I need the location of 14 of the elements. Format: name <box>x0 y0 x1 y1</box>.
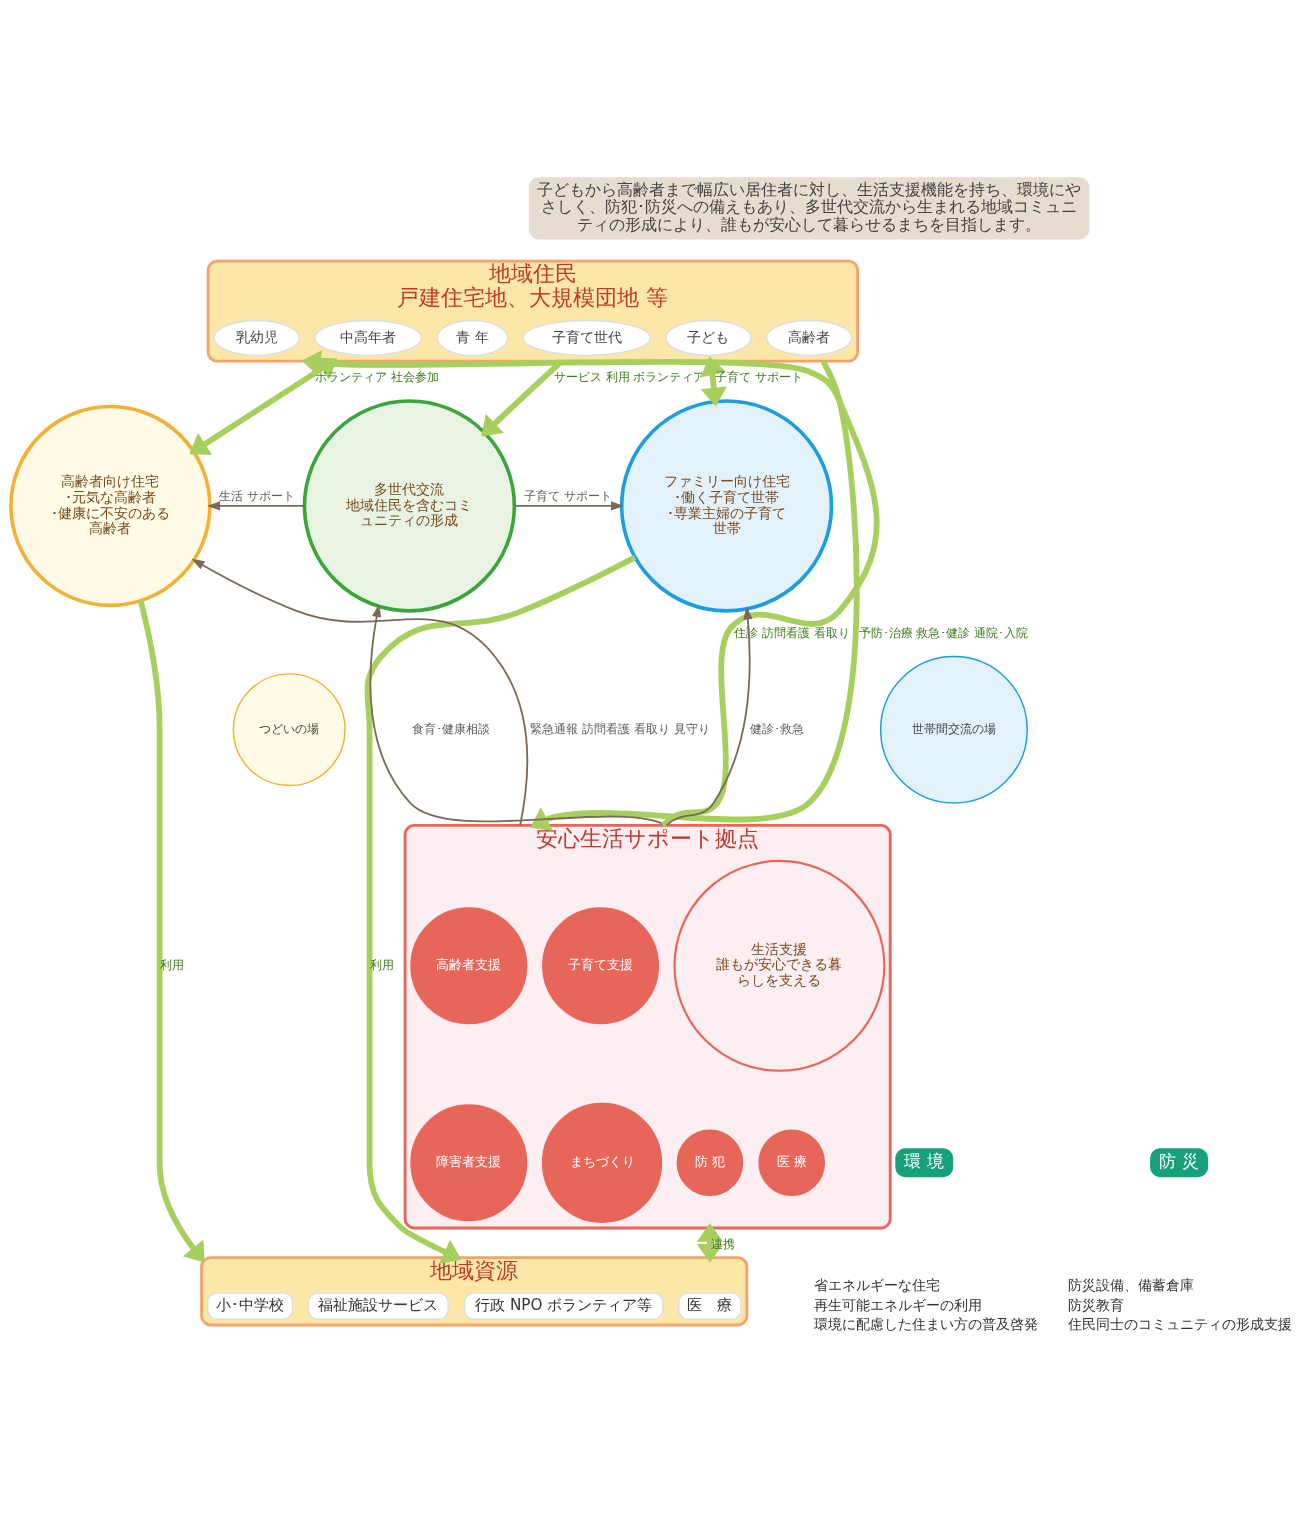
label: 省エネルギーな住宅 <box>814 1276 941 1293</box>
edge-label: 子育て サポート <box>524 488 612 503</box>
label: 環境に配慮した住まい方の普及啓発 <box>814 1315 1039 1332</box>
label: 防災教育 <box>1068 1296 1125 1313</box>
edge-label: 生活 サポート <box>219 488 296 503</box>
edge-label: 食育･健康相談 <box>411 721 490 736</box>
edge-label: 子育て サポート <box>714 369 803 384</box>
label: 再生可能エネルギーの利用 <box>814 1296 983 1313</box>
label: 住民同士のコミュニティの形成支援 <box>1068 1315 1293 1332</box>
label: 防災設備、備蓄倉庫 <box>1068 1276 1195 1293</box>
edge-label: 健診･救急 <box>750 721 805 736</box>
edge-label: ボランティア 社会参加 <box>314 369 439 384</box>
edge-label: 予防･治療 救急･健診 通院･入院 <box>858 625 1029 640</box>
edge-label: 緊急通報 訪問看護 看取り 見守り <box>530 721 710 736</box>
